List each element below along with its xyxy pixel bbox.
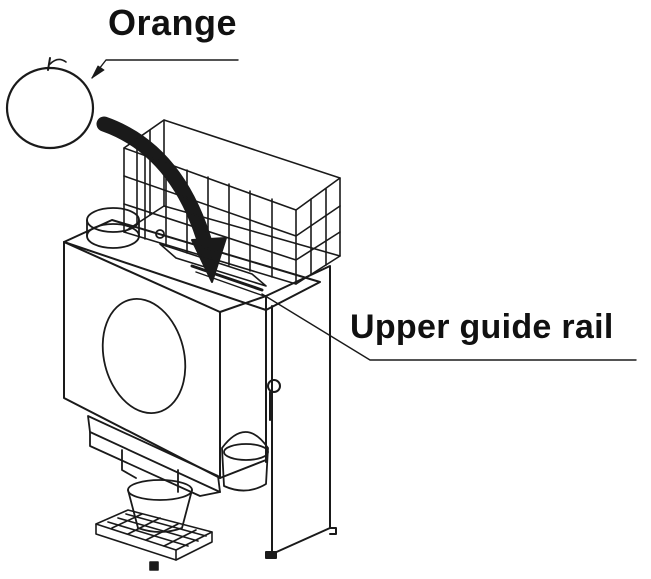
orange-leader-line [91,59,239,79]
top-cup-ring [86,207,165,249]
fruit-basket [123,119,341,285]
orange-fruit [5,57,95,150]
machine-top [63,219,321,311]
machine-front-box [63,241,267,479]
upper-guide-rail-leader-line [261,293,637,361]
machine-foot [265,551,277,559]
drip-tray [95,509,213,571]
juice-cup [127,479,193,533]
upper-guide-rail-label: Upper guide rail [350,308,614,346]
juice-collector [87,415,269,497]
machine-body [265,265,337,555]
orange-label: Orange [108,2,238,43]
